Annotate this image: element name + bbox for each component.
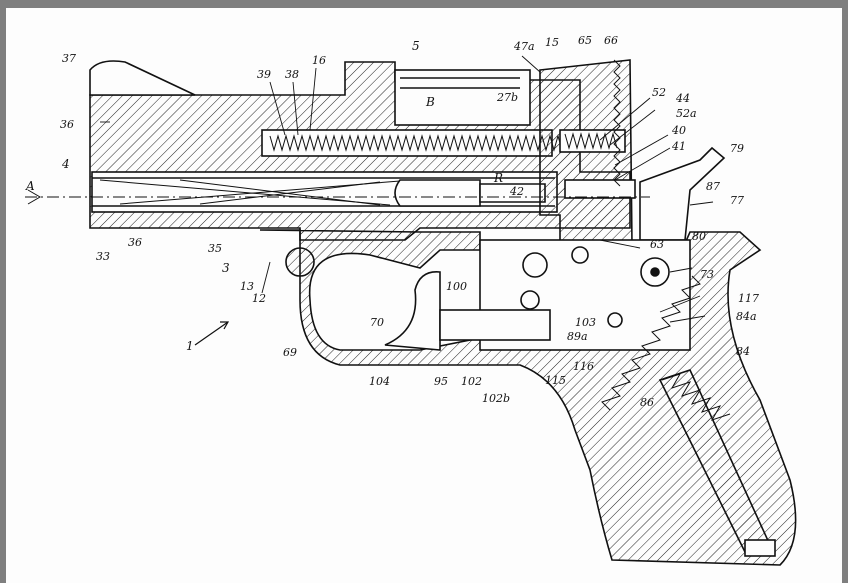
hammer — [639, 146, 726, 241]
label-52a: 52a — [676, 107, 697, 120]
label-R: R — [493, 171, 503, 185]
label-84: 84 — [736, 345, 750, 358]
label-63: 63 — [650, 238, 664, 251]
trigger-bar — [439, 309, 551, 341]
label-102: 102 — [461, 375, 482, 388]
label-42: 42 — [509, 185, 524, 198]
label-95: 95 — [434, 375, 448, 388]
label-47a: 47a — [513, 40, 535, 53]
label-13: 13 — [240, 280, 254, 293]
label-44: 44 — [675, 92, 690, 105]
label-52: 52 — [652, 86, 666, 99]
label-104: 104 — [369, 375, 390, 388]
label-116: 116 — [573, 360, 594, 373]
label-86: 86 — [640, 396, 654, 409]
label-37: 37 — [62, 52, 76, 65]
label-70: 70 — [370, 316, 384, 329]
label-40: 40 — [671, 124, 686, 137]
pistol-patent-drawing: 37 39 38 16 5 47a 15 65 66 36 B 27b 52 4… — [25, 34, 797, 566]
label-27b: 27b — [496, 91, 518, 104]
trigger — [384, 271, 441, 351]
screw-13 — [285, 247, 315, 277]
label-1: 1 — [186, 339, 194, 353]
label-36-bottom: 36 — [128, 236, 142, 249]
label-77: 77 — [730, 194, 744, 207]
figure-frame: 37 39 38 16 5 47a 15 65 66 36 B 27b 52 4… — [6, 8, 842, 583]
label-36-top: 36 — [60, 118, 74, 131]
label-102b: 102b — [482, 392, 510, 405]
label-41: 41 — [671, 140, 686, 153]
cartridge — [394, 179, 481, 207]
label-103: 103 — [575, 316, 596, 329]
label-12: 12 — [252, 292, 266, 305]
label-87: 87 — [706, 180, 720, 193]
label-65: 65 — [578, 34, 592, 47]
label-3: 3 — [222, 261, 230, 275]
label-80: 80 — [692, 230, 706, 243]
label-66: 66 — [604, 34, 618, 47]
label-33: 33 — [96, 250, 110, 263]
label-89a: 89a — [567, 330, 588, 343]
label-5: 5 — [412, 39, 420, 53]
front-sight — [89, 60, 196, 96]
label-15: 15 — [545, 36, 559, 49]
label-4: 4 — [61, 157, 70, 171]
label-B: B — [425, 95, 435, 109]
label-84a: 84a — [736, 310, 757, 323]
label-115: 115 — [545, 374, 566, 387]
label-A: A — [25, 179, 35, 193]
label-69: 69 — [283, 346, 297, 359]
label-79: 79 — [730, 142, 744, 155]
label-35: 35 — [208, 242, 222, 255]
label-73: 73 — [700, 268, 714, 281]
label-38: 38 — [285, 68, 299, 81]
hammer-spring — [601, 275, 701, 411]
label-117: 117 — [738, 292, 759, 305]
label-16: 16 — [312, 54, 326, 67]
label-100: 100 — [446, 280, 467, 293]
label-39: 39 — [257, 68, 271, 81]
